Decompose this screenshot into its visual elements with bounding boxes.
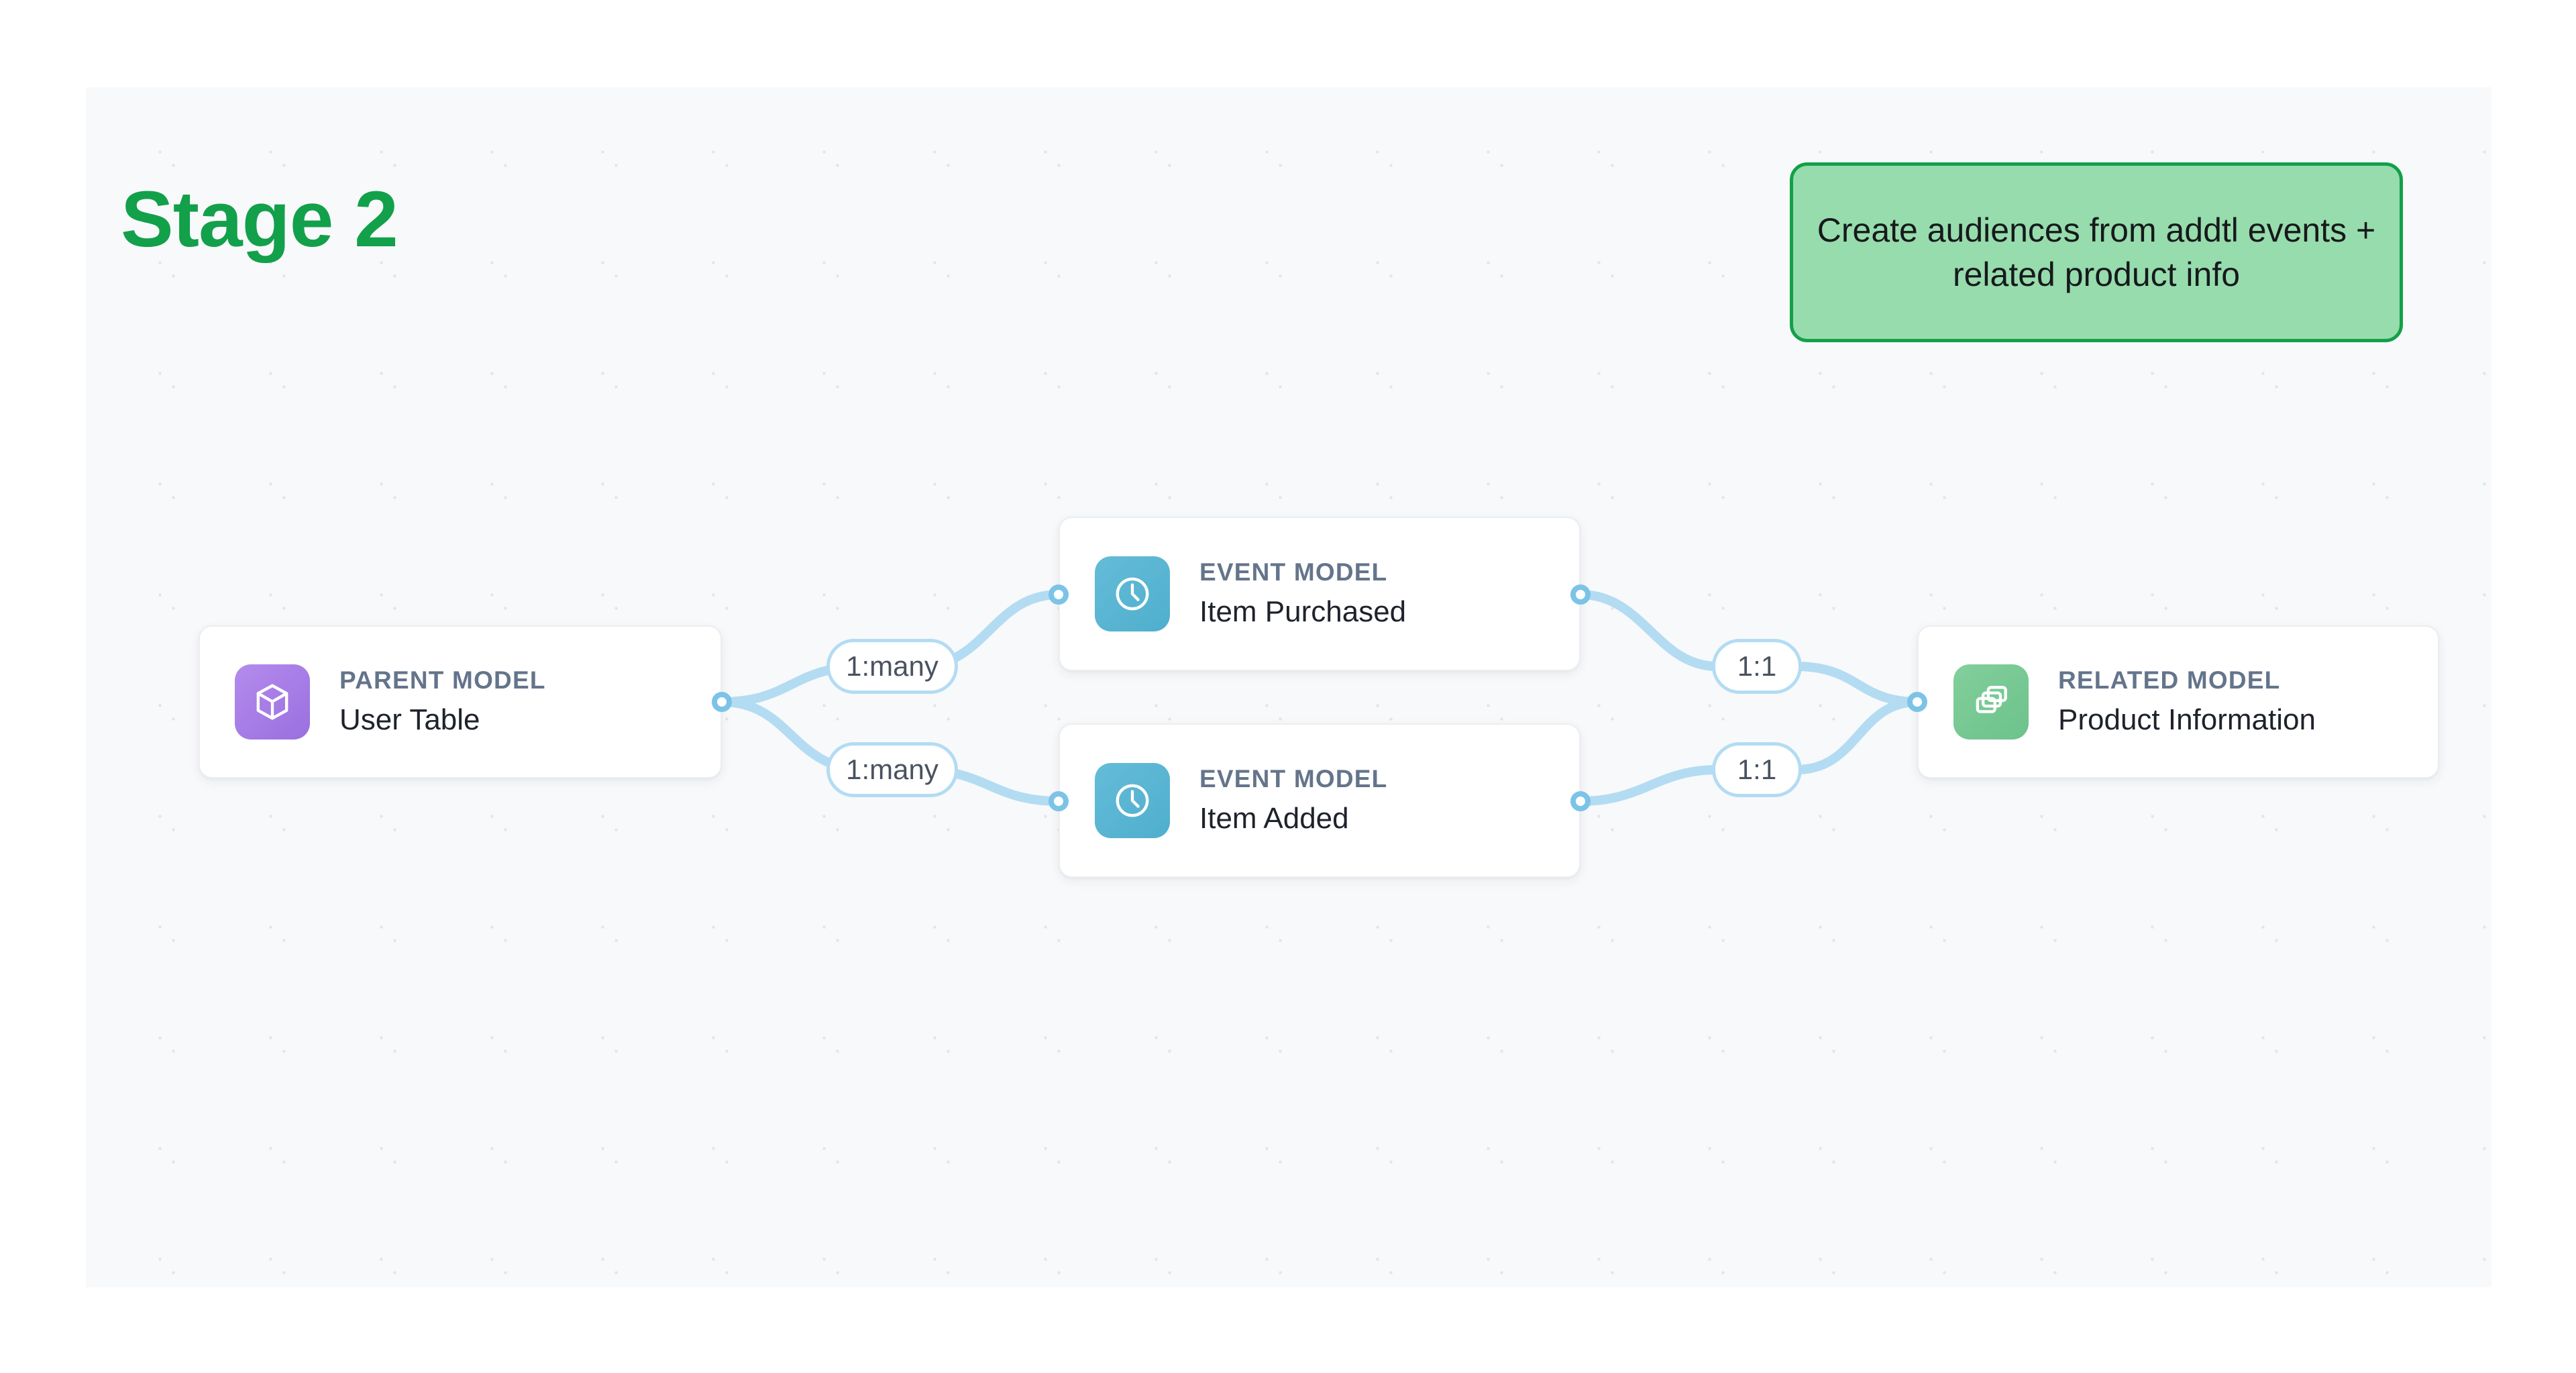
port-item-purchased-output[interactable] (1570, 584, 1591, 605)
edge-label-parent-to-item-purchased[interactable]: 1:many (826, 639, 958, 694)
port-related-input[interactable] (1907, 692, 1927, 712)
stacked-cards-icon (1953, 664, 2029, 740)
node-text: EVENT MODEL Item Added (1199, 764, 1387, 837)
edge-label-parent-to-item-added[interactable]: 1:many (826, 742, 958, 797)
node-text: RELATED MODEL Product Information (2058, 665, 2316, 738)
callout-text: Create audiences from addtl events + rel… (1817, 211, 2376, 293)
node-name: User Table (339, 703, 480, 736)
port-item-purchased-input[interactable] (1049, 584, 1069, 605)
node-name: Item Purchased (1199, 595, 1407, 628)
node-name: Product Information (2058, 703, 2316, 736)
node-name: Item Added (1199, 801, 1349, 835)
node-eyebrow: EVENT MODEL (1199, 558, 1388, 587)
node-event-model-item-added[interactable]: EVENT MODEL Item Added (1059, 723, 1580, 878)
node-parent-model[interactable]: PARENT MODEL User Table (199, 625, 722, 778)
node-eyebrow: PARENT MODEL (339, 666, 546, 695)
edge-label-item-added-to-related[interactable]: 1:1 (1712, 742, 1802, 797)
port-parent-output[interactable] (712, 692, 732, 712)
edge-label-item-purchased-to-related[interactable]: 1:1 (1712, 639, 1802, 694)
node-eyebrow: EVENT MODEL (1199, 765, 1388, 793)
cube-icon (235, 664, 310, 740)
port-item-added-input[interactable] (1049, 791, 1069, 811)
port-item-added-output[interactable] (1570, 791, 1591, 811)
node-event-model-item-purchased[interactable]: EVENT MODEL Item Purchased (1059, 517, 1580, 671)
callout-box: Create audiences from addtl events + rel… (1790, 162, 2403, 342)
node-eyebrow: RELATED MODEL (2058, 666, 2281, 695)
node-related-model[interactable]: RELATED MODEL Product Information (1917, 625, 2439, 778)
node-text: EVENT MODEL Item Purchased (1199, 557, 1406, 630)
clock-icon (1095, 556, 1170, 631)
node-text: PARENT MODEL User Table (339, 665, 546, 738)
clock-icon (1095, 763, 1170, 838)
stage-title: Stage 2 (121, 175, 398, 264)
